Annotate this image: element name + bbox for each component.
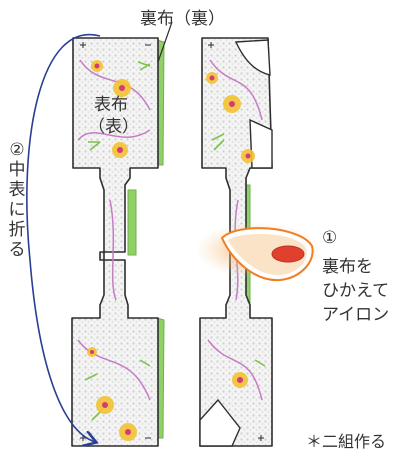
vine — [77, 339, 151, 401]
flower — [113, 79, 131, 97]
step2-char: 折 — [8, 220, 26, 240]
flower — [87, 347, 97, 357]
step1-number: ① — [322, 228, 338, 248]
flower — [112, 142, 128, 158]
step2-char: に — [8, 200, 26, 220]
flower — [232, 372, 248, 388]
left-fabric-piece — [71, 37, 165, 447]
left-piece-outline — [71, 37, 159, 447]
left-lining-edge — [127, 189, 137, 256]
lining-back-label: 裏布（裏） — [140, 9, 225, 29]
fold-arrow-icon — [26, 33, 101, 442]
vine — [77, 129, 151, 141]
step1-line2: ひかえて — [322, 281, 390, 301]
leaf — [211, 133, 266, 367]
step1-line3: アイロン — [322, 305, 390, 325]
vine — [209, 59, 263, 121]
lining-label-leader — [157, 21, 173, 63]
flower — [119, 423, 137, 441]
outer-front-label-line1: 表布 — [94, 95, 128, 115]
step2-char: 表 — [8, 180, 26, 200]
vine — [207, 339, 263, 401]
iron-plate — [228, 233, 307, 276]
step2-char: 中 — [8, 160, 26, 180]
flower — [241, 149, 255, 163]
iron-icon — [196, 222, 320, 282]
flower — [206, 72, 218, 84]
folded-corner — [199, 398, 241, 447]
step2-number: ② — [9, 140, 25, 160]
flower — [96, 396, 114, 414]
flower — [223, 95, 241, 113]
step2-vertical-label: ② 中 表 に 折 る — [6, 140, 28, 260]
outer-front-label-line2: （表） — [88, 117, 139, 137]
note-label: ＊二組作る — [306, 432, 387, 451]
folded-corner — [234, 39, 271, 76]
corner-mark — [208, 42, 264, 441]
leaf — [88, 61, 151, 151]
step2-char: る — [8, 240, 26, 260]
vine — [109, 199, 117, 301]
step1-line1: 裏布を — [322, 257, 373, 277]
flower — [91, 60, 103, 72]
iron-handle — [271, 245, 305, 263]
vine — [79, 59, 151, 111]
